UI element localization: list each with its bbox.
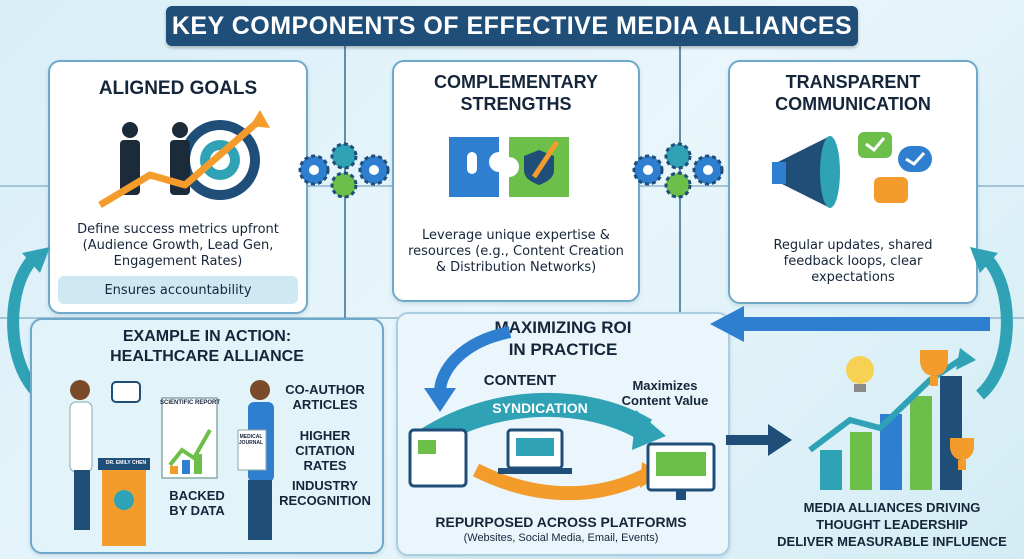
roi-cycle-arrow <box>424 326 512 412</box>
transparent-communication-description: Regular updates, shared feedback loops, … <box>773 238 933 285</box>
complementary-strengths-description: Leverage unique expertise & resources (e… <box>408 228 624 275</box>
complementary-strengths-card: COMPLEMENTARY STRENGTHS Leverage unique … <box>392 60 640 302</box>
conclusion-line-1: MEDIA ALLIANCES DRIVING <box>803 500 981 515</box>
platforms-label: (Websites, Social Media, Email, Events) <box>463 532 659 544</box>
transparent-communication-title-1: TRANSPARENT <box>785 72 921 92</box>
complementary-strengths-title-2: STRENGTHS <box>460 94 572 114</box>
complementary-strengths-title-1: COMPLEMENTARY <box>434 72 598 92</box>
example-point-1: CO-AUTHOR ARTICLES <box>285 382 365 412</box>
handshake-target-icon <box>98 110 270 209</box>
example-title-2: HEALTHCARE ALLIANCE <box>110 348 304 365</box>
aligned-goals-description: Define success metrics upfront (Audience… <box>77 222 279 269</box>
transparent-communication-card: TRANSPARENT COMMUNICATION Regular update… <box>728 60 978 304</box>
example-point-3: INDUSTRY RECOGNITION <box>279 478 371 508</box>
aligned-goals-footer: Ensures accountability <box>58 276 298 304</box>
gear-icon-right <box>632 142 724 199</box>
backed-label: BACKED BY DATA <box>169 488 225 518</box>
example-point-2: HIGHER CITATION RATES <box>295 428 355 473</box>
repurposed-label: REPURPOSED ACROSS PLATFORMS <box>435 514 687 530</box>
curved-arrow-left <box>7 247 50 400</box>
podium-label: DR. EMILY CHEN <box>105 460 147 466</box>
content-label: CONTENT <box>483 372 557 389</box>
conclusion-line-3: DELIVER MEASURABLE INFLUENCE <box>777 534 1007 549</box>
roi-title-2: IN PRACTICE <box>508 340 618 359</box>
syndication-flow <box>408 392 716 501</box>
gear-icon-left <box>298 142 390 199</box>
page-title: KEY COMPONENTS OF EFFECTIVE MEDIA ALLIAN… <box>166 6 858 46</box>
journal-label: MEDICAL JOURNAL <box>238 434 264 446</box>
puzzle-icon <box>449 137 569 197</box>
arrow-to-roi <box>710 306 990 342</box>
example-title-1: EXAMPLE IN ACTION: <box>122 328 292 345</box>
maximizes-label: Maximizes Content Value <box>621 378 709 408</box>
arrow-to-results <box>726 424 792 456</box>
aligned-goals-title: ALIGNED GOALS <box>98 78 258 99</box>
syndication-label: SYNDICATION <box>492 400 588 416</box>
conclusion-line-2: THOUGHT LEADERSHIP <box>816 517 968 532</box>
megaphone-chat-icon <box>772 132 932 208</box>
example-panel: EXAMPLE IN ACTION: HEALTHCARE ALLIANCE S… <box>30 318 384 554</box>
roi-title-1: MAXIMIZING ROI <box>494 318 632 337</box>
report-label: SCIENTIFIC REPORT <box>160 400 221 406</box>
transparent-communication-title-2: COMMUNICATION <box>775 94 931 114</box>
aligned-goals-card: ALIGNED GOALS Define success metrics upf… <box>48 60 308 314</box>
curved-arrow-right <box>970 247 1013 400</box>
growth-chart-trophy-icon <box>808 348 976 490</box>
presenters-illustration <box>69 380 274 546</box>
